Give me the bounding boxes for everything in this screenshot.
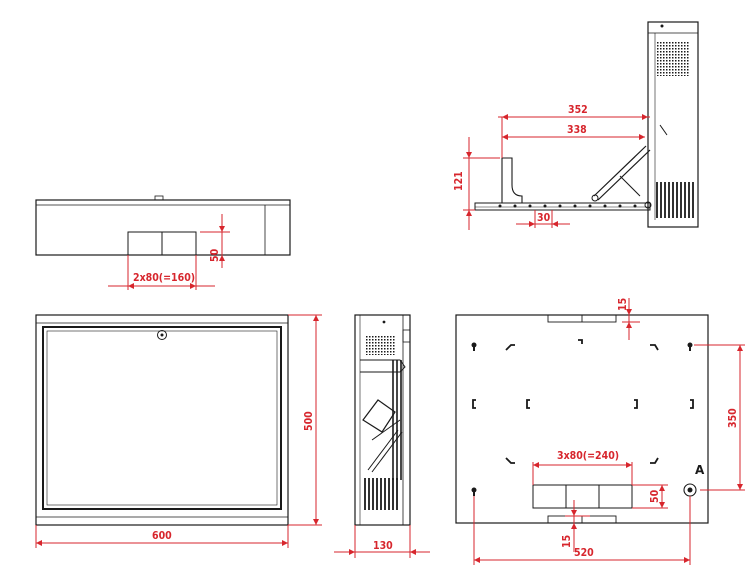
side-view-dim-352: 352 [568, 104, 588, 116]
top-view: 50 2x80(=160) [35, 195, 291, 290]
back-view-dim-350: 350 [727, 408, 739, 428]
top-view-opening-left [127, 231, 163, 256]
front-view-door [42, 326, 282, 510]
side-view-dim-30: 30 [537, 212, 551, 224]
back-view-dim-holes: 3x80(=240) [557, 450, 619, 462]
back-view-panel [455, 314, 709, 524]
back-view-dim-50: 50 [649, 489, 661, 503]
front-view-dim-height: 500 [303, 411, 315, 431]
section-view-dim-depth: 130 [373, 540, 393, 552]
section-fan-icon [365, 335, 395, 355]
side-view-dim-121: 121 [453, 171, 465, 191]
front-view: 600 500 [35, 314, 322, 548]
section-view: 130 [334, 314, 430, 558]
top-view-dim-height: 50 [209, 248, 221, 262]
side-view: 352 338 121 30 [453, 21, 699, 230]
side-view-cabinet [647, 21, 699, 228]
vent-slots-icon [654, 182, 694, 218]
front-view-dim-width: 600 [152, 530, 172, 542]
back-view-label-a: A [695, 463, 705, 477]
back-view-dim-520: 520 [574, 547, 594, 559]
side-view-tray [474, 202, 651, 211]
back-view-dim-15-top: 15 [617, 298, 629, 311]
back-view-dim-15-bottom: 15 [561, 535, 573, 548]
section-view-body [354, 314, 411, 526]
top-view-dim-width: 2x80(=160) [133, 272, 195, 284]
top-view-body [35, 199, 291, 256]
back-view: A 15 3x80(=240) 50 350 15 [455, 298, 745, 565]
door-lock-icon [157, 330, 167, 340]
keyhole-icons [471, 342, 693, 496]
top-view-opening-right [161, 231, 197, 256]
section-vents-icon [364, 478, 400, 510]
fan-grid-icon [656, 42, 690, 76]
front-view-frame [35, 314, 289, 526]
side-view-dim-338: 338 [567, 124, 587, 136]
